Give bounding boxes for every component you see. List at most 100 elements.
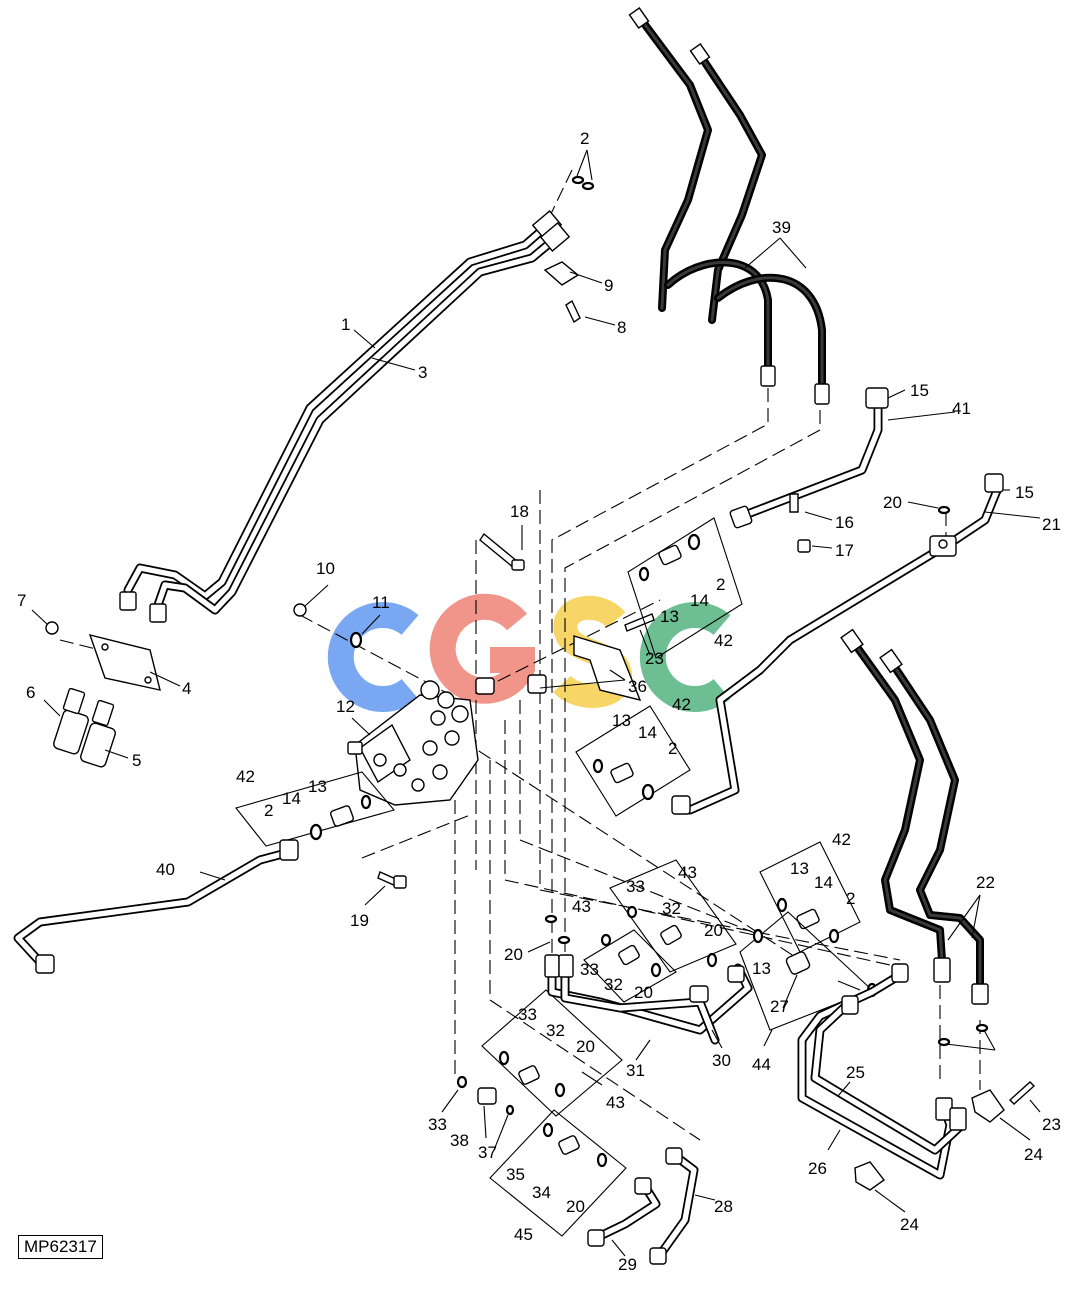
callout-39: 39: [772, 218, 791, 237]
bolt-16: [789, 493, 799, 513]
callout-13: 13: [612, 711, 631, 730]
oring-37: [505, 1104, 515, 1116]
callout-2: 2: [716, 575, 725, 594]
callout-13: 13: [308, 777, 327, 796]
callout-45: 45: [514, 1225, 533, 1244]
tube-28-29: [587, 1147, 699, 1265]
callout-29: 29: [618, 1255, 637, 1274]
callout-42: 42: [714, 631, 733, 650]
tube-30-31: [544, 954, 753, 1045]
bracket-36: [573, 635, 642, 702]
callout-20: 20: [504, 945, 523, 964]
callout-23: 23: [645, 649, 664, 668]
callout-14: 14: [638, 723, 657, 742]
fitting-group-43-mid: [583, 929, 677, 1003]
callout-14: 14: [814, 873, 833, 892]
callout-4: 4: [182, 679, 191, 698]
callout-5: 5: [132, 751, 141, 770]
washer-2-top-a: [571, 175, 585, 185]
callout-42: 42: [672, 695, 691, 714]
oring-11: [349, 631, 363, 649]
oring-33-lower: [456, 1075, 468, 1089]
callout-10: 10: [316, 559, 335, 578]
adapter-38: [477, 1087, 497, 1105]
tube-21: [671, 473, 1004, 815]
washer-2-top-b: [581, 181, 595, 191]
callout-11: 11: [372, 593, 390, 612]
callout-32: 32: [662, 899, 681, 918]
coupler-6: [53, 687, 89, 755]
washer-2-right-b: [975, 1023, 989, 1033]
leader-lines: [31, 149, 1041, 1257]
callout-33: 33: [580, 960, 599, 979]
fitting-group-42-mid: [575, 705, 691, 817]
bolt-23-lower: [1008, 1081, 1036, 1105]
callout-24: 24: [900, 1215, 919, 1234]
fitting-group-43-upper: [609, 859, 737, 973]
callout-25: 25: [846, 1063, 865, 1082]
nut-10: [293, 603, 307, 617]
callout-43: 43: [678, 863, 697, 882]
watermark-letter-c1: [327, 602, 419, 712]
callout-22: 22: [976, 873, 995, 892]
fitting-group-42-left: [235, 771, 395, 847]
callout-2: 2: [668, 739, 677, 758]
watermark-letter-c2: [639, 602, 731, 712]
bolt-19-head: [393, 875, 407, 889]
tube-40: [13, 839, 299, 974]
washer-2-right-a: [937, 1037, 951, 1047]
callout-31: 31: [626, 1061, 645, 1080]
nut-17: [797, 539, 811, 553]
callout-33: 33: [626, 877, 645, 896]
callout-8: 8: [617, 318, 626, 337]
callout-43: 43: [572, 897, 591, 916]
callout-36: 36: [628, 677, 647, 696]
callout-2: 2: [580, 129, 589, 148]
callout-15: 15: [1015, 483, 1034, 502]
callout-9: 9: [604, 276, 613, 295]
callout-12: 12: [336, 697, 355, 716]
callout-13: 13: [790, 859, 809, 878]
callout-20: 20: [883, 493, 902, 512]
bracket-4: [88, 591, 167, 691]
callout-41: 41: [952, 399, 971, 418]
clamp-24-lower: [854, 1161, 886, 1191]
oring-20-a: [544, 914, 558, 924]
callout-35: 35: [506, 1165, 525, 1184]
hoses-39: [628, 7, 830, 405]
callout-20: 20: [566, 1197, 585, 1216]
callout-20: 20: [576, 1037, 595, 1056]
callout-34: 34: [532, 1183, 551, 1202]
callout-40: 40: [156, 860, 175, 879]
fitting-group-42-right: [759, 841, 861, 953]
callout-24: 24: [1024, 1145, 1043, 1164]
bolt-18-head: [511, 559, 525, 571]
callout-30: 30: [712, 1051, 731, 1070]
oring-20-b: [557, 935, 571, 945]
watermark-letter-g: [429, 593, 535, 704]
tube-25-26: [797, 963, 967, 1180]
callout-42: 42: [832, 830, 851, 849]
clamp-24-upper: [971, 1089, 1005, 1123]
callout-labels: 2 1 3 9 8 39 15 41 20 15 21 16 17 18 14 …: [17, 129, 1061, 1274]
bolt-8: [565, 299, 581, 324]
callout-13: 13: [660, 607, 679, 626]
figure-id-label: MP62317: [18, 1235, 103, 1259]
callout-2: 2: [846, 889, 855, 908]
tube-41: [729, 387, 889, 553]
callout-38: 38: [450, 1131, 469, 1150]
callout-14: 14: [690, 591, 709, 610]
callout-19: 19: [350, 911, 369, 930]
nut-7: [45, 621, 59, 635]
callout-13: 13: [752, 959, 771, 978]
hoses-22: [840, 628, 989, 1005]
callout-15: 15: [910, 381, 929, 400]
callout-23: 23: [1042, 1115, 1061, 1134]
callout-6: 6: [26, 683, 35, 702]
callout-42: 42: [236, 767, 255, 786]
callout-27: 27: [770, 997, 789, 1016]
callout-20: 20: [704, 921, 723, 940]
callout-26: 26: [808, 1159, 827, 1178]
